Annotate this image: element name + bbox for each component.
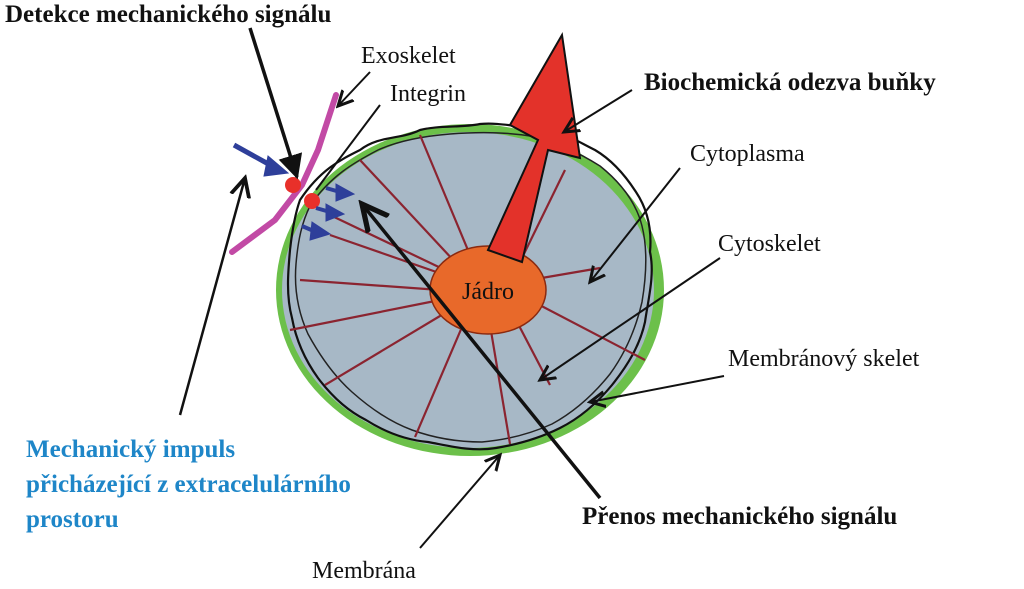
pointer-integrin [315,104,381,191]
membrane-skeleton [286,122,653,451]
membrane-skeleton-inner [294,131,647,443]
integrin-dot-1 [285,177,301,193]
label-membrane: Membrána [312,558,416,584]
pointer-impulse [178,178,245,416]
label-pointers [178,27,725,549]
pointer-cytoplasm [590,167,681,282]
label-detection: Detekce mechanického signálu [5,1,331,28]
pointer-membrane [419,455,500,549]
label-transmission: Přenos mechanického signálu [582,503,897,530]
label-impulse-line1: Mechanický impuls [26,436,235,463]
pointer-membrane-skeleton [590,375,725,402]
exoskeleton-fiber [229,92,339,255]
label-cytoplasm: Cytoplasma [690,141,805,167]
label-integrin: Integrin [390,81,466,107]
label-cytoskeleton: Cytoskelet [718,231,821,257]
label-impulse-line3: prostoru [26,506,119,533]
nucleus-label: Jádro [462,279,514,305]
pointer-detection [248,27,303,180]
label-impulse-line2: přicházející z extracelulárního [26,471,351,498]
label-exoskeleton: Exoskelet [361,43,456,69]
pointer-exoskeleton [338,71,371,106]
mechanical-impulse-arrows [232,142,356,241]
label-biochemical-response: Biochemická odezva buňky [644,69,936,96]
label-membrane-skeleton: Membránový skelet [728,346,920,372]
pointer-cytoskeleton [540,257,721,380]
pointer-response [564,89,633,132]
pointer-transmission [362,204,602,500]
biochemical-response-arrow [486,32,582,264]
integrin-dot-2 [304,193,320,209]
